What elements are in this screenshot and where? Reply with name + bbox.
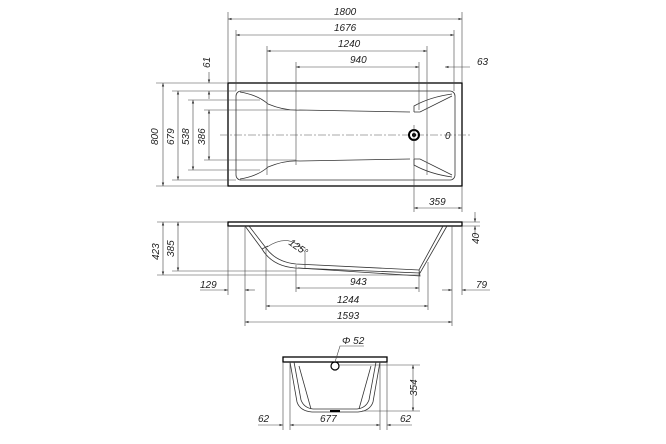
dim-1244: 1244 (337, 295, 360, 306)
dim-386: 386 (197, 128, 208, 145)
dim-phi52: Φ 52 (342, 336, 365, 347)
dim-538: 538 (181, 128, 192, 145)
dim-40: 40 (471, 232, 482, 244)
tub-foot-end (413, 93, 453, 178)
end-view: Φ 52 354 62 677 62 (258, 336, 420, 430)
angle-arc (266, 240, 306, 268)
dim-677: 677 (320, 414, 337, 425)
dim-1240: 1240 (338, 39, 361, 50)
dim-62-right: 62 (400, 414, 412, 425)
dim-359: 359 (429, 197, 446, 208)
side-view: 125° 423 385 40 129 79 943 1244 1593 (151, 212, 490, 326)
dim-943: 943 (350, 277, 367, 288)
dim-1593: 1593 (337, 311, 360, 322)
tub-rim-side (227, 221, 463, 227)
tub-outline-top (227, 82, 463, 187)
tub-bottom (261, 245, 421, 277)
dim-423: 423 (151, 243, 162, 260)
dim-800: 800 (150, 128, 161, 145)
tub-end-inner (298, 365, 372, 410)
leader-line (334, 345, 364, 363)
tub-profile (244, 225, 448, 274)
dim-63: 63 (477, 57, 489, 68)
dim-61: 61 (202, 57, 213, 68)
dim-1800: 1800 (334, 7, 357, 18)
dim-1676: 1676 (334, 23, 357, 34)
dim-354: 354 (409, 379, 420, 396)
angle-125: 125° (286, 237, 309, 258)
dim-62-left: 62 (258, 414, 270, 425)
overflow-icon (330, 361, 340, 371)
overflow-mark: 0 (445, 131, 451, 142)
tub-basin-edges (239, 91, 411, 180)
dim-940: 940 (350, 55, 367, 66)
tub-rim-inner (235, 90, 456, 181)
dim-129: 129 (200, 280, 217, 291)
dim-79: 79 (476, 280, 488, 291)
drain-outlet (330, 410, 340, 412)
dim-385: 385 (166, 240, 177, 257)
dim-679: 679 (166, 128, 177, 145)
top-view: 0 1800 1676 1240 940 63 800 679 538 386 … (150, 7, 489, 212)
